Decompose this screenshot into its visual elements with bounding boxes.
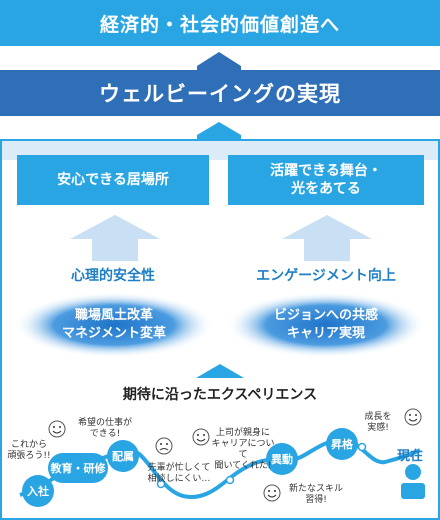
stage-ido: 異動 [266,443,298,475]
comment-6-line1: 成長を [364,412,392,422]
up-arrow-base [197,135,241,139]
stage-kyoiku: 教育・研修 [48,453,108,483]
right-label: エンゲージメント向上 [256,268,396,284]
stage-nyusha: 入社 [22,475,54,507]
comment-3: 先輩が忙しくて 相談しにくい… [145,463,213,485]
left-box: 安心できる居場所 [17,155,209,205]
right-oval-line2: キャリア実現 [286,326,365,341]
comment-4: 上司が親身に キャリアについて 聞いてくれた! [210,428,276,472]
comment-1-line2: 頑張ろう!! [7,451,51,461]
up-arrow-icon [197,52,241,66]
stage-ido-label: 異動 [271,453,293,466]
comment-4-line2: キャリアについて [211,439,275,460]
left-box-text: 安心できる居場所 [57,172,169,188]
comment-3-line2: 相談しにくい… [147,474,211,484]
left-label: 心理的安全性 [71,268,155,284]
left-oval-line2: マネジメント変革 [61,326,166,341]
stage-haizoku: 配属 [107,440,139,472]
comment-5-line1: 新たなスキル [288,484,343,494]
left-oval-text: 職場風土改革 マネジメント変革 [8,307,220,343]
experience-arrow-icon [196,364,244,378]
comment-2-line2: できる! [89,429,121,439]
comment-6-line2: 実感! [367,423,389,433]
comment-4-line3: 聞いてくれた! [214,461,272,471]
right-oval-text: ビジョンへの共感 キャリア実現 [220,307,432,343]
top-banner-text: 経済的・社会的価値創造へ [99,13,340,36]
comment-2: 希望の仕事が できる! [70,418,140,440]
comment-5-line2: 習得! [305,495,327,505]
comment-1-line1: これから [10,440,47,450]
stage-shokaku: 昇格 [326,428,358,460]
comment-4-line1: 上司が親身に [215,428,270,438]
smile-icon [192,428,210,446]
stage-kyoiku-label: 教育・研修 [50,462,106,475]
right-up-arrow-icon [282,215,372,261]
comment-1: これから 頑張ろう!! [5,440,53,462]
stage-haizoku-label: 配属 [112,450,134,463]
smile-icon [404,408,422,426]
mid-banner: ウェルビーイングの実現 [0,70,440,116]
person-icon [401,464,425,499]
up-arrow-base [197,66,241,70]
sad-icon [155,437,173,455]
right-box-line2: 光をあてる [291,181,361,197]
comment-3-line1: 先輩が忙しくて [147,463,211,473]
right-oval-line1: ビジョンへの共感 [273,308,378,323]
comment-6: 成長を 実感! [358,412,398,434]
right-box: 活躍できる舞台・ 光をあてる [228,155,424,205]
comment-5: 新たなスキル 習得! [284,484,348,506]
right-box-line1: 活躍できる舞台・ [270,163,382,179]
up-arrow-icon [197,122,241,135]
comment-2-line1: 希望の仕事が [77,418,132,428]
smile-icon [263,484,281,502]
left-oval-line1: 職場風土改革 [74,308,153,323]
mid-banner-text: ウェルビーイングの実現 [99,82,341,106]
smile-icon [48,420,66,438]
left-up-arrow-icon [70,215,160,261]
stage-shokaku-label: 昇格 [331,438,353,451]
experience-title: 期待に沿ったエクスペリエンス [122,387,318,403]
left-oval [14,292,214,358]
genzai-label: 現在 [397,449,424,464]
stage-nyusha-label: 入社 [27,485,49,498]
top-banner: 経済的・社会的価値創造へ [0,0,440,46]
right-oval [226,292,426,358]
